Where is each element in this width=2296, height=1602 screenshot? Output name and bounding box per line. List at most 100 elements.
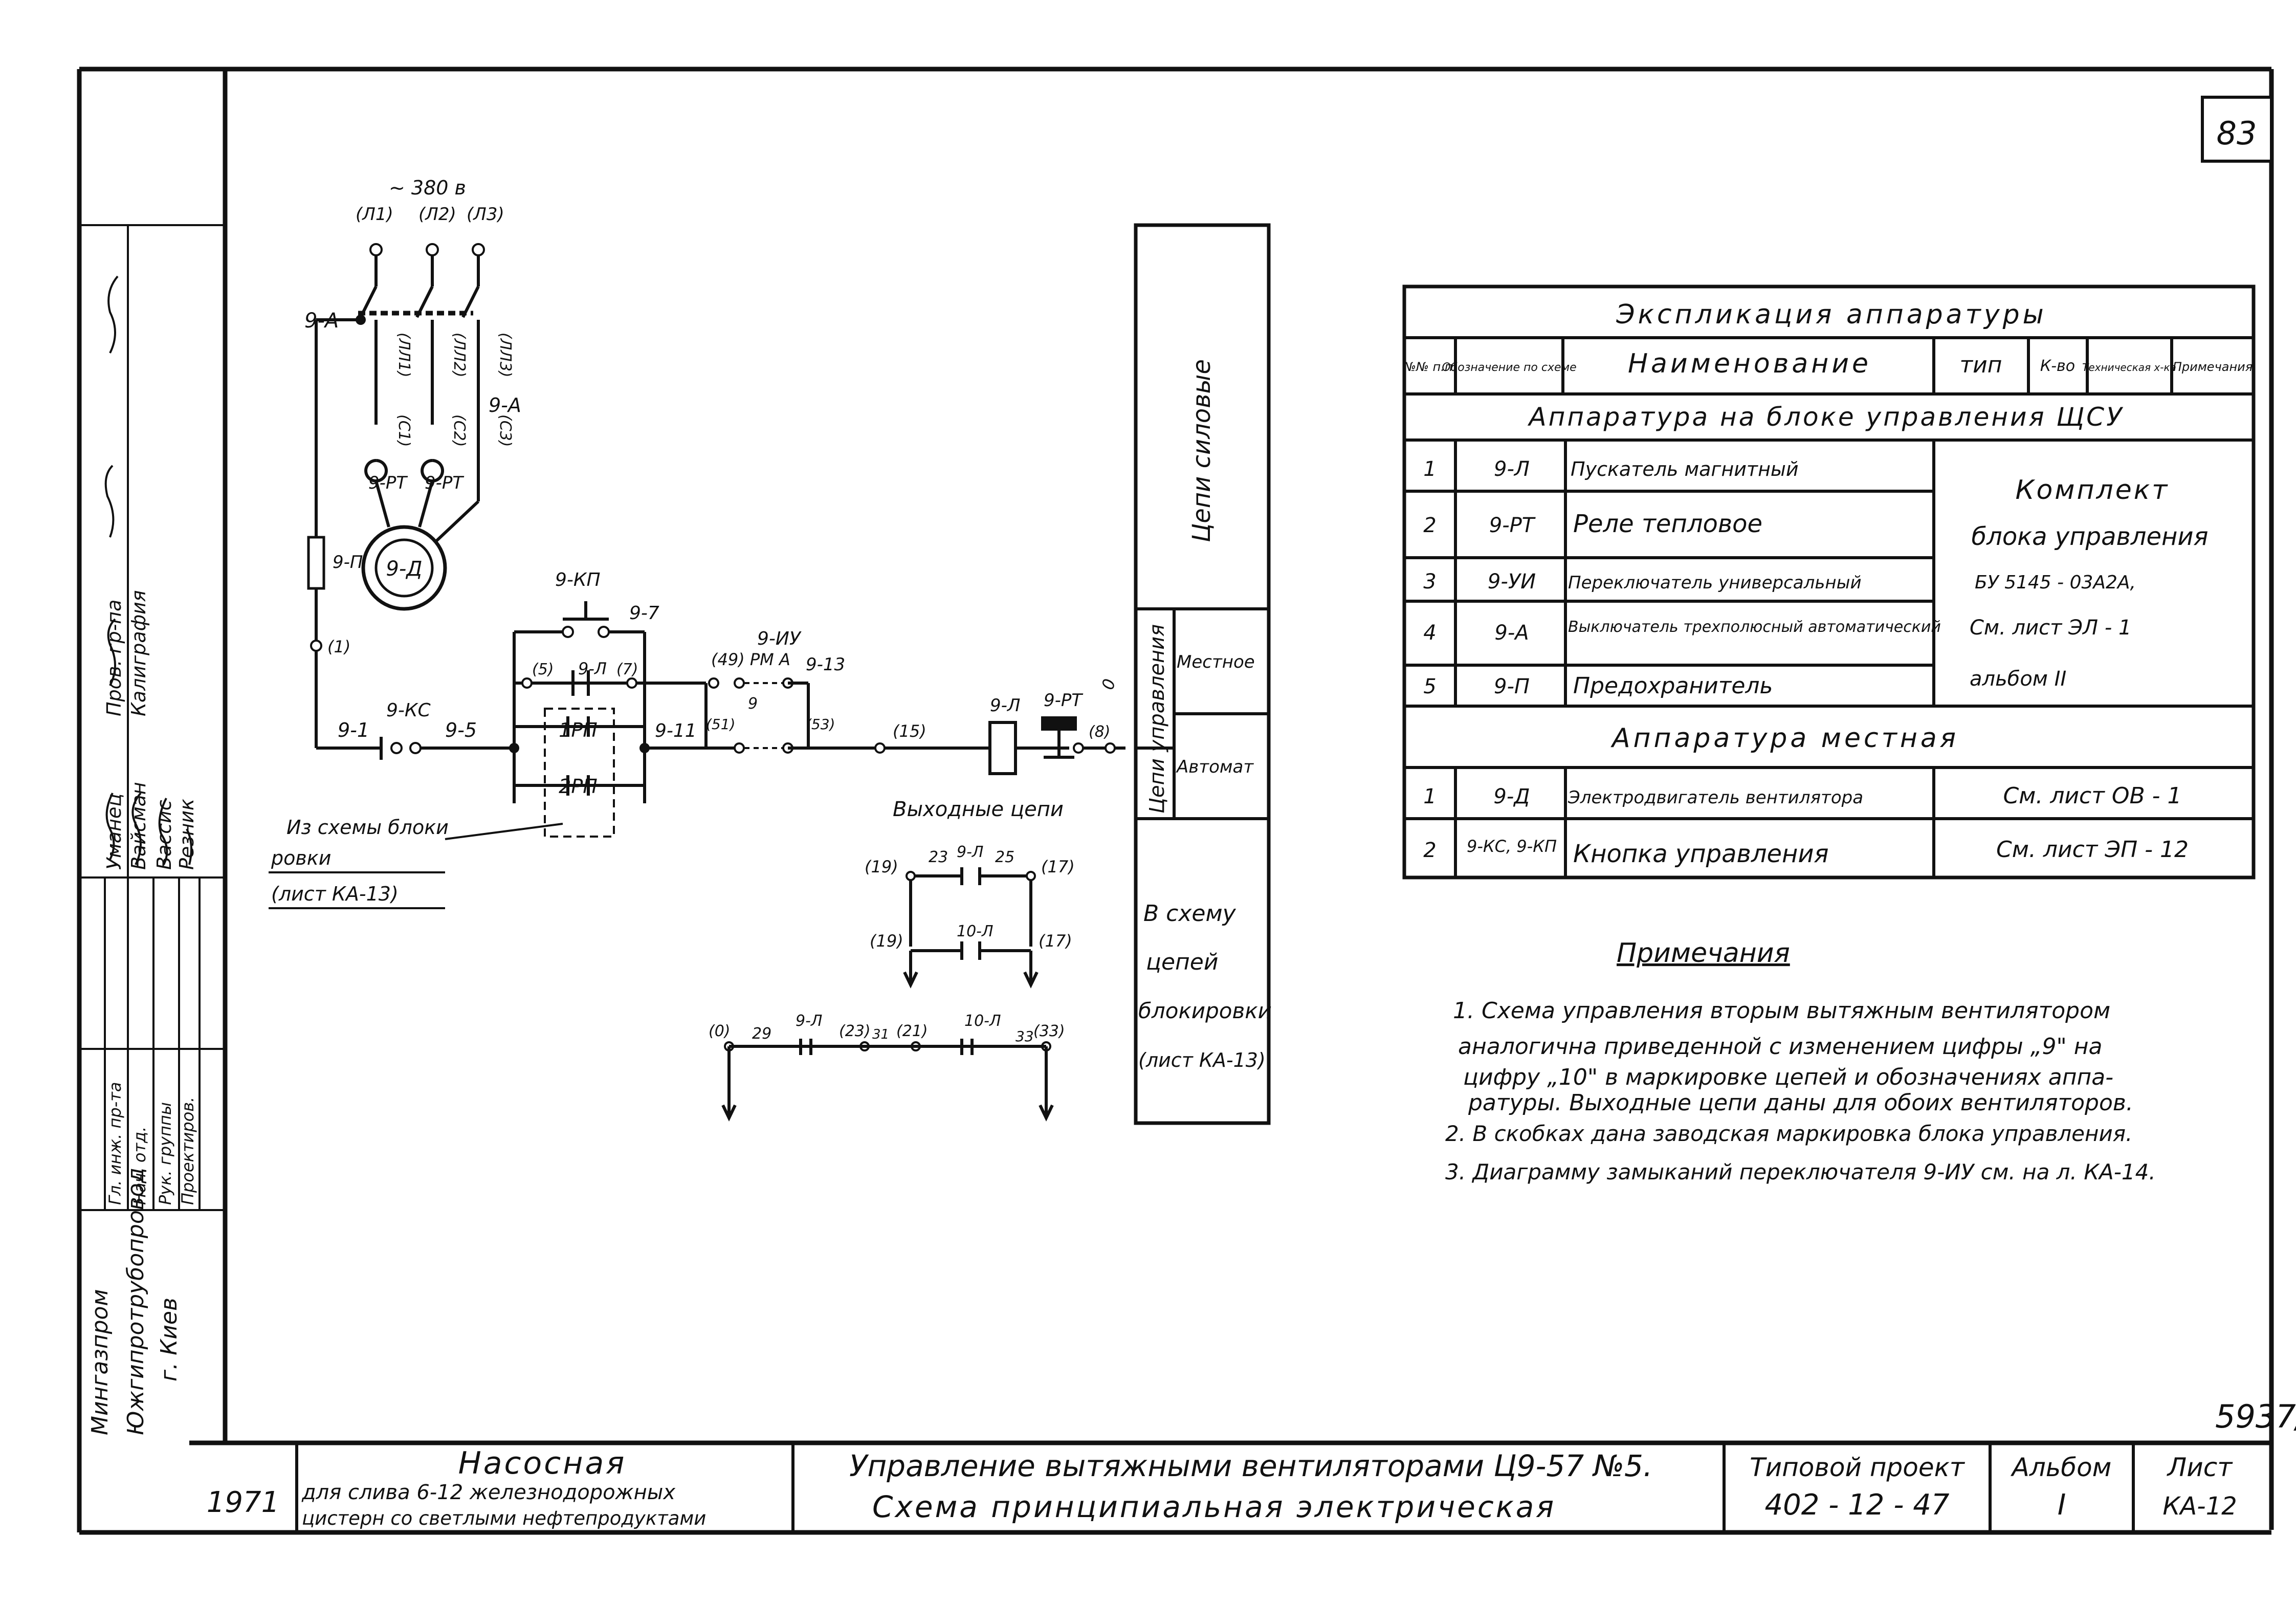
panel-local: Местное	[1177, 652, 1255, 672]
tb-year: 1971	[207, 1486, 280, 1519]
row2-num: 2	[1423, 514, 1436, 537]
row7-name: Кнопка управления	[1573, 840, 1829, 868]
kit-note-1: Комплект	[2016, 475, 2170, 506]
note-line-5: 2. В скобках дана заводская маркировка б…	[1445, 1121, 2132, 1146]
row7-ref: См. лист ЭП - 12	[1996, 837, 2189, 863]
block-note-2: ровки	[271, 847, 331, 869]
phase-l3: (Л3)	[467, 204, 504, 225]
row1-code: 9-Л	[1494, 457, 1530, 481]
tb-sheet: КА-12	[2162, 1492, 2237, 1521]
out2-left: (19)	[870, 931, 903, 951]
wire-9-11: 9-11	[655, 720, 697, 741]
row4-num: 4	[1423, 621, 1436, 645]
node-8: (8)	[1089, 723, 1111, 741]
out3-n21: (21)	[896, 1022, 928, 1040]
wire-9-7: 9-7	[629, 603, 659, 624]
tb-album: I	[2058, 1488, 2066, 1522]
node-53: (53)	[806, 716, 835, 733]
row3-num: 3	[1423, 570, 1436, 594]
col-number: №№ п.п.	[1402, 360, 1456, 374]
tb-subject-2: Схема принципиальная электрическая	[872, 1489, 1556, 1524]
org-name: Мингазпром	[87, 1289, 113, 1435]
relay-2rp: 2РП	[559, 775, 598, 798]
row6-name: Электродвигатель вентилятора	[1568, 787, 1863, 808]
output-circuits: Выходные цепи (19) 23 9-Л 25 (17) (19) 1…	[709, 798, 1075, 1122]
motor-label: 9-Д	[386, 557, 422, 581]
out2-dev: 10-Л	[957, 923, 994, 940]
name-umanets: Уманец	[103, 794, 125, 870]
col-type: тип	[1960, 352, 2002, 378]
tb-object-sub-1: для слива 6-12 железнодорожных	[301, 1481, 675, 1504]
phase-mark-3: (ЛЛ3)	[496, 333, 514, 378]
kit-note-2: блока управления	[1972, 522, 2209, 551]
role-lead: Рук. группы	[156, 1102, 175, 1205]
contactor-mark-2: (С2)	[450, 414, 468, 447]
node-51: (51)	[706, 716, 735, 733]
out3-d1: 9-Л	[796, 1012, 822, 1030]
out3-w33: 33	[1015, 1028, 1034, 1045]
row5-num: 5	[1423, 675, 1436, 698]
out3-n33: (33)	[1033, 1022, 1065, 1040]
row3-code: 9-УИ	[1488, 570, 1536, 594]
kit-note-4: См. лист ЭЛ - 1	[1970, 616, 2131, 640]
side-panel: Цепи силовые Цепи управления Местное Авт…	[1134, 223, 1272, 1125]
tb-object-sub-2: цистерн со светлыми нефтепродуктами	[302, 1507, 706, 1529]
note-line-6: 3. Диаграмму замыканий переключателя 9-И…	[1445, 1159, 2156, 1184]
row6-num: 1	[1423, 785, 1436, 808]
output-title: Выходные цепи	[893, 798, 1064, 821]
section-1-title: Аппаратура на блоке управления ЩСУ	[1527, 402, 2124, 432]
relay-1rp: 1РП	[559, 719, 598, 741]
coil-symbol	[988, 721, 1017, 775]
phase-l2: (Л2)	[418, 204, 456, 225]
block-note-3: (лист КА-13)	[271, 883, 399, 905]
role-head: Нач. отд.	[130, 1127, 149, 1205]
row5-name: Предохранитель	[1573, 673, 1773, 699]
row3-name: Переключатель универсальный	[1568, 573, 1862, 593]
out3-n23: (23)	[839, 1022, 871, 1040]
node-15: (15)	[893, 721, 926, 741]
row6-ref: См. лист ОВ - 1	[2003, 783, 2181, 809]
phase-mark-2: (ЛЛ2)	[450, 333, 468, 378]
power-circuit: ~ 380 в (Л1) (Л2) (Л3) 9-А 9-А (ЛЛ1) (ЛЛ…	[304, 177, 521, 748]
out3-w29: 29	[752, 1025, 771, 1043]
org-city: г. Киев	[156, 1298, 182, 1381]
panel-block-1: В схему	[1143, 901, 1237, 927]
tb-project-label: Типовой проект	[1750, 1453, 1966, 1482]
left-strip: Мингазпром Южгипротрубопровод г. Киев Гл…	[79, 224, 225, 1435]
node-0: 0	[1098, 677, 1119, 692]
block-note-1: Из схемы блоки	[286, 816, 449, 839]
out3-w31: 31	[872, 1027, 889, 1042]
wire-9-1: 9-1	[338, 719, 369, 741]
role-designer: Проектиров.	[178, 1097, 197, 1205]
col-name: Наименование	[1628, 348, 1871, 379]
org-institute: Южгипротрубопровод	[123, 1168, 149, 1435]
row5-code: 9-П	[1494, 675, 1530, 698]
fuse-label: 9-П	[333, 552, 363, 573]
name-vassis: Вассис	[153, 800, 175, 870]
panel-power: Цепи силовые	[1187, 359, 1216, 542]
row7-num: 2	[1423, 839, 1436, 862]
coil-label: 9-Л	[990, 695, 1020, 716]
panel-block-4: (лист КА-13)	[1138, 1049, 1266, 1071]
node-5: (5)	[532, 661, 554, 678]
tb-object: Насосная	[458, 1445, 627, 1481]
note-line-4: ратуры. Выходные цепи даны для обоих вен…	[1468, 1090, 2133, 1116]
row7-code: 9-КС, 9-КП	[1467, 837, 1557, 856]
tb-project: 402 - 12 - 47	[1764, 1488, 1949, 1522]
start-button-label: 9-КП	[555, 569, 601, 590]
contactor-mark-1: (С1)	[395, 414, 413, 447]
sheet-number-box: 83	[2201, 96, 2273, 163]
kit-note-5: альбом II	[1970, 667, 2066, 691]
supply-voltage: ~ 380 в	[389, 177, 466, 199]
fuse-symbol	[307, 536, 325, 590]
notes-title: Примечания	[1617, 938, 1790, 969]
title-block: 1971 Насосная для слива 6-12 железнодоро…	[207, 1443, 2237, 1532]
row6-code: 9-Д	[1493, 785, 1530, 808]
note-line-3: цифру „10" в маркировке цепей и обозначе…	[1463, 1064, 2113, 1090]
row1-num: 1	[1423, 457, 1436, 481]
stop-button-label: 9-КС	[386, 700, 431, 721]
panel-auto: Автомат	[1176, 757, 1254, 777]
col-code: Обозначение по схеме	[1442, 361, 1576, 374]
col-qty: К-во	[2040, 357, 2075, 375]
